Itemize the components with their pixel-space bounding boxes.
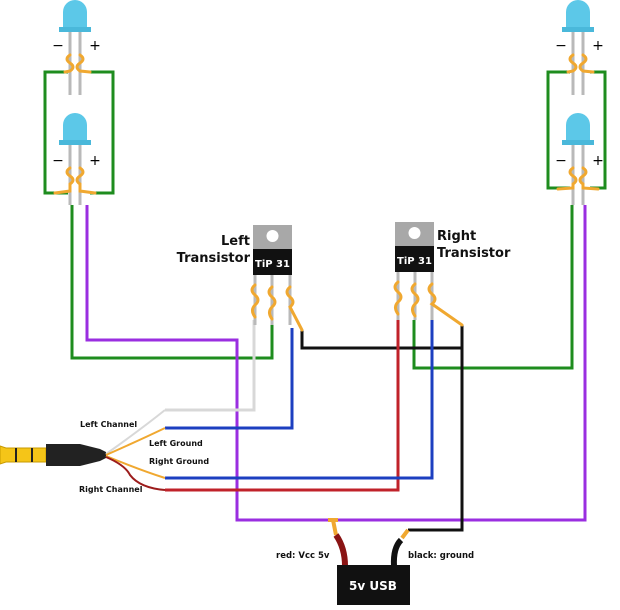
transistor-part-label: TiP 31 [397,256,432,267]
led: − + [555,113,604,205]
green-wire-left-to-transistor [70,205,274,360]
red-wire-right-channel [165,318,400,492]
right-ground-label: Right Ground [149,457,209,466]
led-plus-label: + [89,153,101,169]
green-wire-right-led-loop-right [590,70,607,190]
usb-power: 5v USB [328,518,410,605]
transistor-part-label: TiP 31 [255,259,290,270]
black-wire-usb [408,325,464,532]
led: − + [555,0,604,95]
audio-jack [0,409,166,491]
left-transistor-label-line2: Transistor [177,251,251,266]
white-wire-left-channel [165,320,256,412]
wires [43,70,607,532]
left-channel-label: Left Channel [80,420,137,429]
led-minus-label: − [52,153,64,169]
led-plus-label: + [592,38,604,54]
green-wire-right-to-transistor [412,205,574,370]
led-plus-label: + [592,153,604,169]
right-transistor: TiP 31 [393,222,464,327]
led-minus-label: − [555,153,567,169]
usb-red-label: red: Vcc 5v [276,551,330,561]
led: − + [52,0,101,95]
led-minus-label: − [555,38,567,54]
green-wire-left-led-loop-right [90,70,115,195]
left-transistor: TiP 31 [250,225,304,332]
right-transistor-label-line1: Right [437,229,476,244]
right-channel-label: Right Channel [79,485,143,494]
blue-wire-right-ground [165,318,434,480]
purple-wire [85,205,587,522]
right-transistor-label-line2: Transistor [437,246,511,261]
blue-wire-left-ground [165,328,294,430]
usb-label: 5v USB [349,579,397,593]
left-ground-label: Left Ground [149,439,203,448]
usb-black-label: black: ground [408,551,474,561]
black-wire-ground [300,330,462,350]
led: − + [52,113,101,205]
led-minus-label: − [52,38,64,54]
led-plus-label: + [89,38,101,54]
left-transistor-label-line1: Left [221,234,250,249]
